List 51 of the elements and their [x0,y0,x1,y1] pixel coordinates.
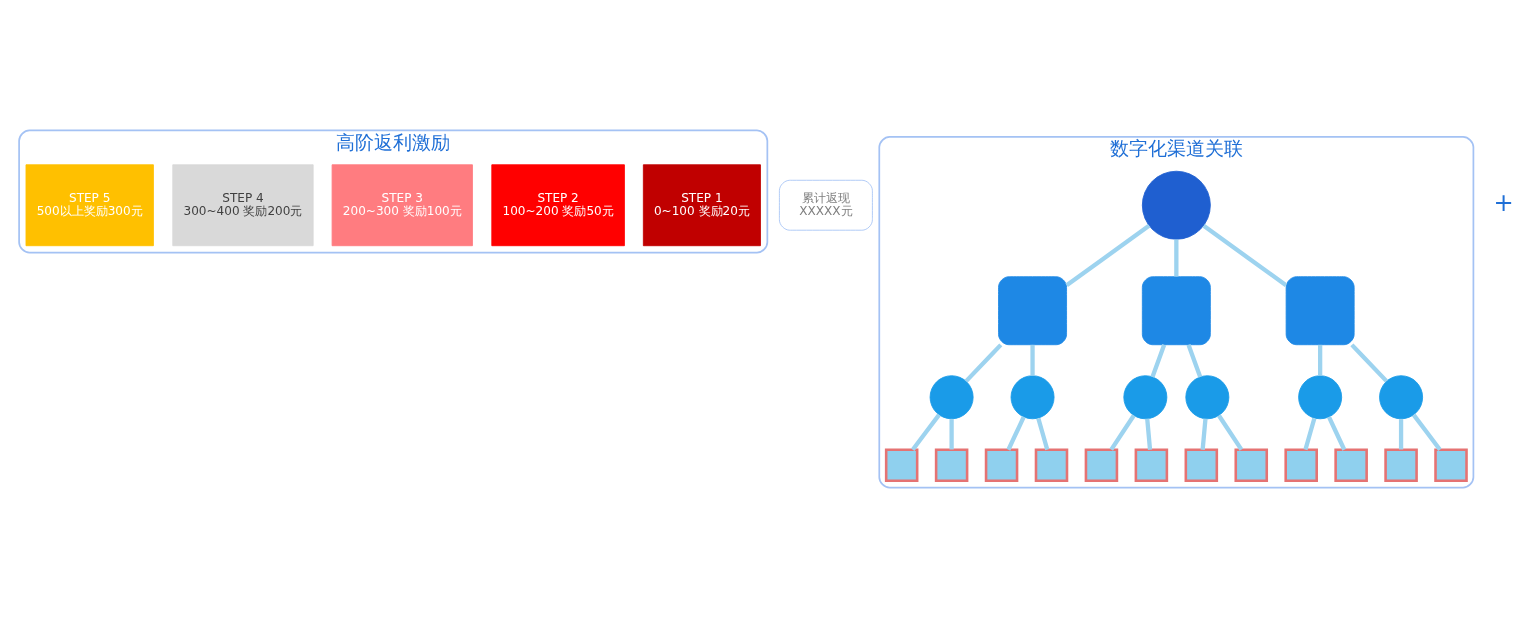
node-box [884,448,919,483]
connector [1200,418,1208,450]
node-box [934,448,969,483]
node-circle [1379,375,1424,420]
node-box [1285,276,1355,346]
node-box [1184,448,1219,483]
node-box: STEP 5 500以上奖励300元 [25,164,154,247]
node-circle [1010,375,1055,420]
connector [1109,414,1136,451]
node-box: 累计返现 XXXXX元 [778,179,873,231]
node-box: STEP 2 100~200 奖励50元 [491,164,625,247]
node-box [984,448,1019,483]
connector [1174,239,1179,277]
connector [1145,418,1153,450]
node-box [1284,448,1318,483]
node-box [1134,448,1169,483]
node-circle [1298,375,1343,420]
node-circle [1123,375,1168,420]
connector [1217,414,1244,451]
connector [1036,417,1050,451]
connector [1186,344,1203,378]
connector [1398,419,1404,450]
connector [1202,224,1288,287]
connector [1303,417,1317,451]
node-box [1141,276,1211,346]
node-box [1434,448,1468,483]
cluster: 数字化渠道关联 [878,135,1475,489]
node-circle [1141,170,1211,240]
node-box [1384,448,1418,483]
node-box [1334,448,1368,483]
connector [1350,343,1389,383]
connector [1327,416,1347,451]
connector [1065,224,1151,287]
node-box: STEP 1 0~100 奖励20元 [642,164,761,247]
connector [1030,344,1035,376]
connector [964,343,1003,383]
node-box [998,276,1067,346]
connector [1150,344,1167,378]
node-box [1084,448,1119,483]
node-circle [929,375,974,420]
connector [1006,416,1026,451]
connector [949,419,954,450]
node-box: STEP 4 300~400 奖励200元 [172,164,314,247]
node-box: STEP 3 200~300 奖励100元 [331,164,473,247]
connector [1318,344,1323,376]
connector [1411,413,1442,452]
label: + [1493,189,1514,218]
node-box [1234,448,1269,483]
connector [911,413,941,452]
node-circle [1185,375,1230,420]
node-box [1034,448,1069,483]
